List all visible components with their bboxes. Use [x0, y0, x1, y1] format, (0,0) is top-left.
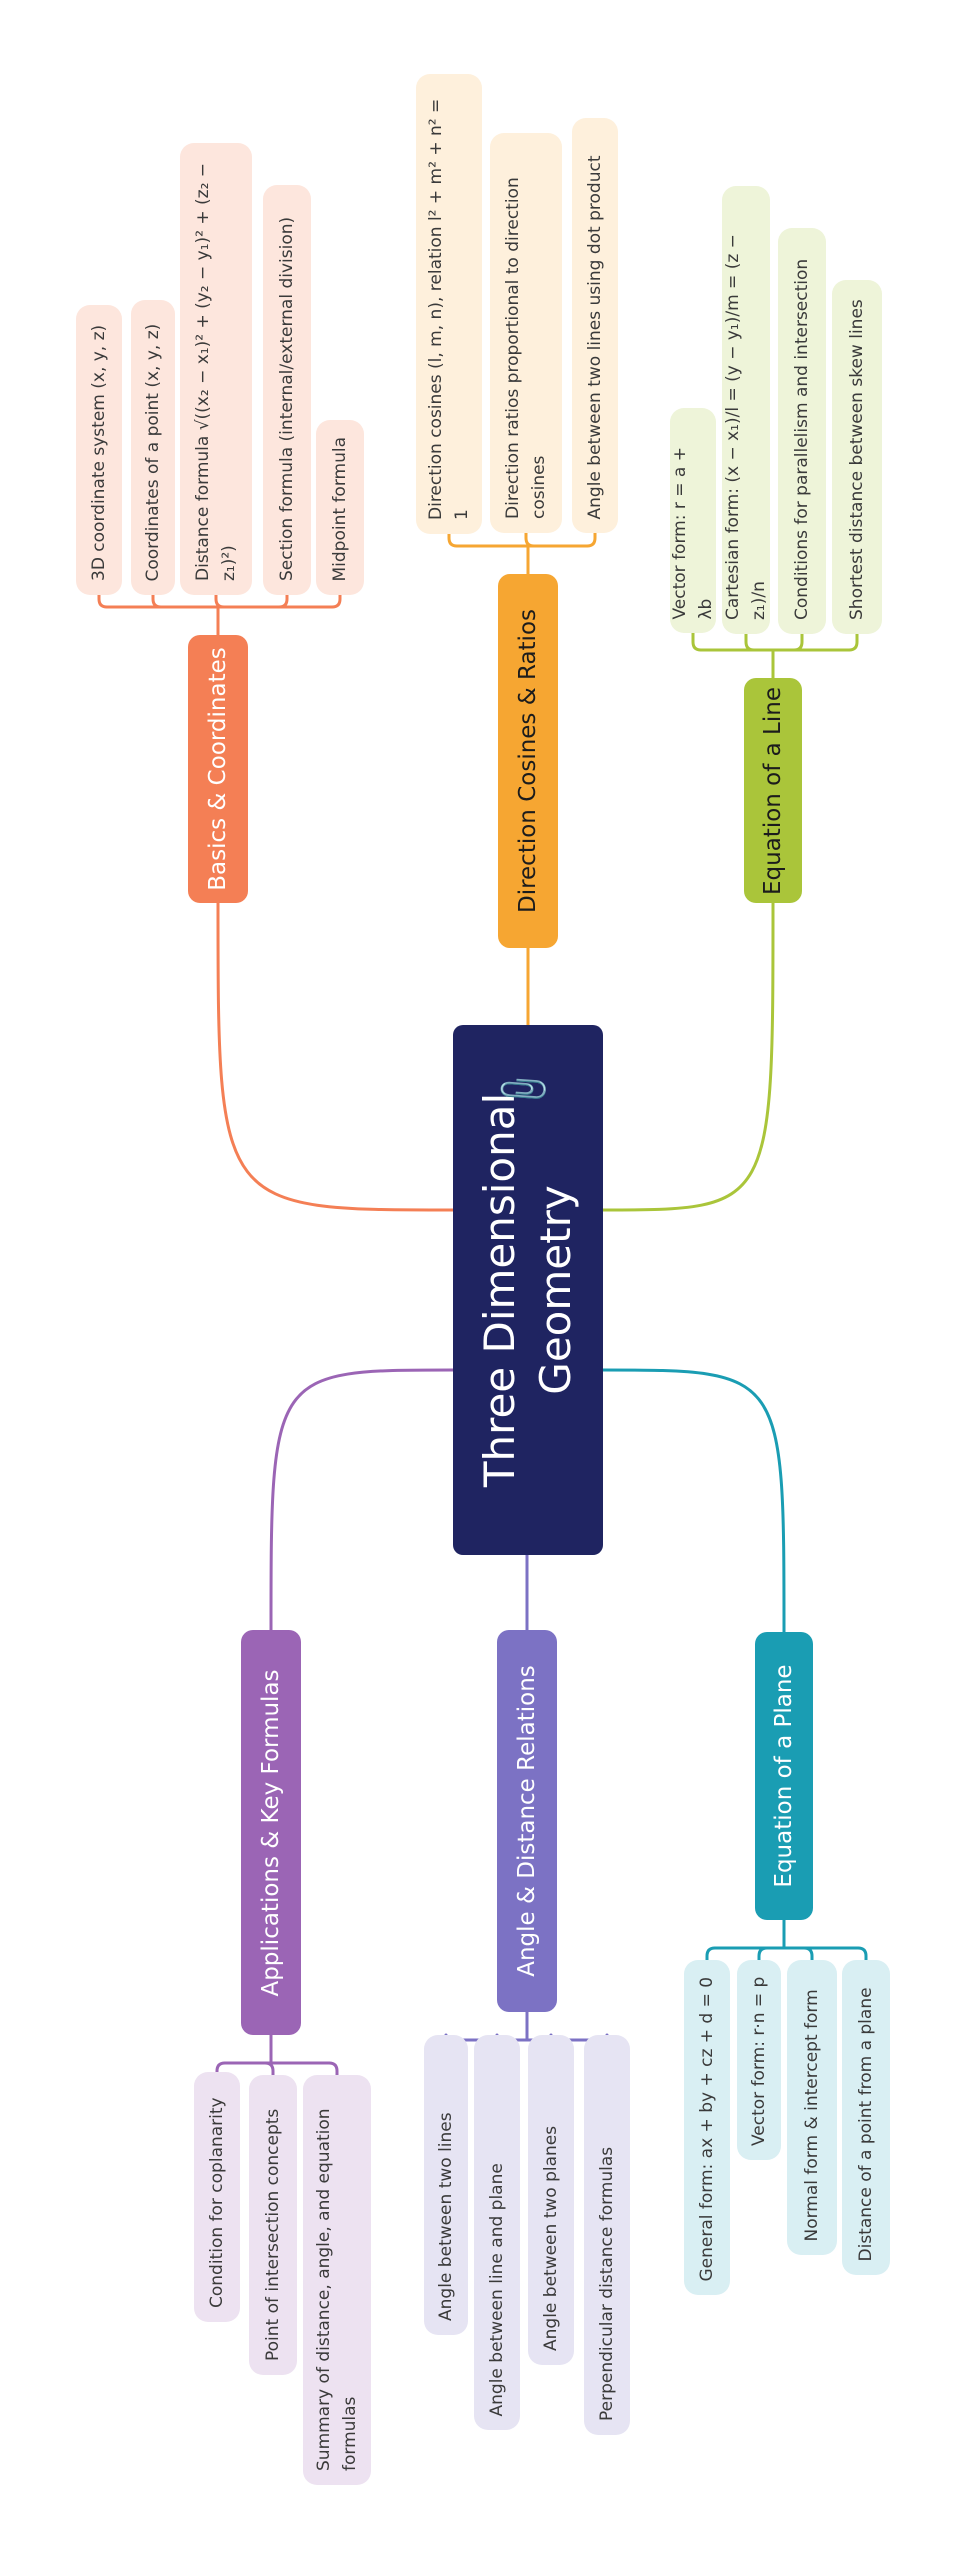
bracket-leg [705, 1946, 717, 1962]
leaf-label: Angle between line and plane [487, 2162, 507, 2416]
bracket-leg [585, 531, 597, 548]
leaf-plane[interactable]: Normal form & intercept form [787, 1960, 837, 2255]
leaf-basics[interactable]: Distance formula √((x₂ − x₁)² + (y₂ − y₁… [180, 143, 252, 595]
leaf-direction[interactable]: Direction ratios proportional to directi… [490, 133, 562, 533]
leaf-basics[interactable]: Coordinates of a point (x, y, z) [131, 300, 175, 595]
leaf-label: Normal form & intercept form [802, 1988, 822, 2241]
leaf-applications[interactable]: Point of intersection concepts [249, 2075, 297, 2375]
leaf-direction[interactable]: Direction cosines (l, m, n), relation l²… [416, 74, 482, 534]
branch-basics[interactable]: Basics & Coordinates [188, 635, 248, 903]
branch-label: Basics & Coordinates [205, 647, 231, 891]
branch-label: Equation of a Line [760, 686, 786, 895]
leaf-applications[interactable]: Condition for coplanarity [194, 2072, 240, 2322]
bracket-leg [215, 2061, 227, 2074]
leaf-basics[interactable]: 3D coordinate system (x, y, z) [76, 305, 122, 595]
branch-plane[interactable]: Equation of a Plane [755, 1632, 813, 1920]
leaf-label: Summary of distance, angle, and equation… [314, 2108, 360, 2471]
bracket-leg [524, 531, 536, 548]
leaf-label: General form: ax + by + cz + d = 0 [697, 1976, 717, 2281]
leaf-angle[interactable]: Angle between line and plane [474, 2035, 520, 2430]
bracket-leg [327, 2061, 339, 2077]
leaf-label: Distance of a point from a plane [856, 1986, 876, 2261]
leaf-label: Midpoint formula [330, 436, 350, 582]
branch-label: Direction Cosines & Ratios [515, 608, 541, 914]
bracket-leg [97, 593, 109, 609]
leaf-label: 3D coordinate system (x, y, z) [89, 324, 109, 581]
bracket-leg [744, 632, 756, 652]
bracket-leg [757, 1946, 769, 1962]
bracket-leg [214, 593, 226, 609]
leaf-label: Coordinates of a point (x, y, z) [143, 323, 163, 581]
branch-label: Angle & Distance Relations [514, 1665, 540, 1977]
branch-line[interactable]: Equation of a Line [744, 678, 802, 903]
bracket-leg [847, 632, 859, 652]
connector-applications [269, 1368, 455, 1632]
bracket-leg [792, 632, 804, 652]
leaf-angle[interactable]: Angle between two lines [424, 2035, 468, 2335]
leaf-basics[interactable]: Midpoint formula [316, 420, 364, 595]
bracket-leg [151, 593, 163, 609]
leaf-label: Perpendicular distance formulas [597, 2146, 617, 2421]
leaf-line[interactable]: Conditions for parallelism and intersect… [778, 228, 826, 634]
branch-direction[interactable]: Direction Cosines & Ratios [498, 574, 558, 948]
leaf-angle[interactable]: Angle between two planes [528, 2035, 574, 2365]
leaf-label: Cartesian form: (x − x₁)/l = (y − y₁)/m … [723, 234, 769, 620]
leaf-plane[interactable]: Distance of a point from a plane [842, 1960, 890, 2275]
leaf-label: Angle between two lines [436, 2112, 456, 2321]
bracket-leg [691, 631, 703, 652]
leaf-line[interactable]: Shortest distance between skew lines [832, 280, 882, 634]
central-topic[interactable]: Three Dimensional Geometry 📎 [453, 1025, 603, 1555]
leaf-label: Vector form: r·n = p [749, 1976, 769, 2146]
leaf-label: Vector form: r = a + λb [670, 446, 716, 619]
branch-label: Applications & Key Formulas [258, 1668, 284, 1997]
bracket-leg [802, 1946, 814, 1962]
connector-plane [601, 1368, 786, 1634]
bracket-leg [277, 593, 289, 609]
leaf-angle[interactable]: Perpendicular distance formulas [584, 2035, 630, 2435]
leaf-label: Condition for coplanarity [207, 2097, 227, 2308]
leaf-label: Conditions for parallelism and intersect… [792, 258, 812, 620]
central-topic-title: Three Dimensional Geometry [475, 1092, 580, 1488]
leaf-label: Direction ratios proportional to directi… [503, 177, 549, 519]
connector-line [601, 901, 775, 1212]
leaf-line[interactable]: Cartesian form: (x − x₁)/l = (y − y₁)/m … [722, 186, 770, 634]
leaf-label: Section formula (internal/external divis… [277, 216, 297, 581]
branch-label: Equation of a Plane [771, 1664, 797, 1888]
bracket-leg [263, 2061, 275, 2077]
bracket-leg [447, 532, 459, 548]
leaf-direction[interactable]: Angle between two lines using dot produc… [572, 118, 618, 533]
leaf-label: Distance formula √((x₂ − x₁)² + (y₂ − y₁… [193, 162, 239, 581]
bracket-leg [330, 593, 342, 609]
leaf-label: Angle between two lines using dot produc… [585, 155, 605, 519]
leaf-label: Shortest distance between skew lines [847, 299, 867, 620]
leaf-plane[interactable]: General form: ax + by + cz + d = 0 [684, 1960, 730, 2295]
leaf-plane[interactable]: Vector form: r·n = p [737, 1960, 781, 2160]
bracket-leg [856, 1946, 868, 1962]
leaf-line[interactable]: Vector form: r = a + λb [670, 408, 716, 633]
connector-basics [216, 901, 455, 1212]
leaf-label: Point of intersection concepts [263, 2108, 283, 2361]
branch-angle[interactable]: Angle & Distance Relations [497, 1630, 557, 2012]
leaf-label: Angle between two planes [541, 2125, 561, 2351]
branch-applications[interactable]: Applications & Key Formulas [241, 1630, 301, 2035]
leaf-label: Direction cosines (l, m, n), relation l²… [426, 98, 472, 520]
leaf-applications[interactable]: Summary of distance, angle, and equation… [303, 2075, 371, 2485]
leaf-basics[interactable]: Section formula (internal/external divis… [263, 185, 311, 595]
